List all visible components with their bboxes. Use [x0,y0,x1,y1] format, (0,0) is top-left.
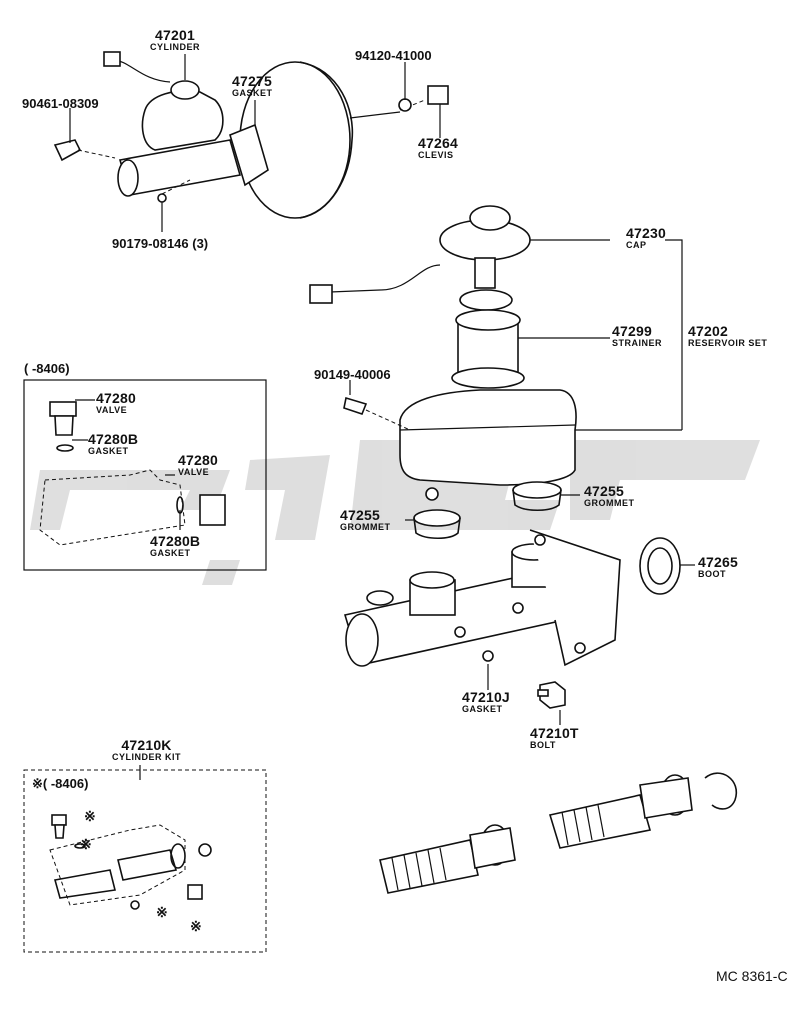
label-47210T: 47210T BOLT [530,725,579,750]
cylinder-47201-drawing [53,51,449,203]
reservoir-set-drawing [309,205,577,501]
diagram-code: MC 8361-C [716,968,788,984]
label-47255-right: 47255 GROMMET [584,483,635,508]
brake-booster [239,61,426,219]
inset-valve-drawings [39,401,226,546]
label-47280B-gasket-bottom: 47280B GASKET [150,533,201,558]
inset-kit-frame [23,769,267,953]
inset-range-label: ( -8406) [24,361,70,376]
label-90461-08309: 90461-08309 [22,96,99,111]
label-47275: 47275 GASKET [232,73,273,98]
piston-assemblies [379,772,738,894]
label-47280-valve-bottom: 47280 VALVE [178,452,218,477]
kit-mark-1: ※ [84,808,96,824]
grommet-drawings [413,481,681,595]
label-47265: 47265 BOOT [698,554,738,579]
inset-valve-frame [23,379,267,571]
master-cylinder-body [343,529,621,709]
label-94120-41000: 94120-41000 [355,48,432,63]
label-47299: 47299 STRAINER [612,323,663,348]
kit-range-label: ※( -8406) [32,776,89,791]
kit-mark-3: ※ [156,904,168,920]
label-47264: 47264 CLEVIS [418,135,458,160]
kit-mark-4: ※ [190,918,202,934]
label-47210J: 47210J GASKET [462,689,510,714]
label-47255-left: 47255 GROMMET [340,507,391,532]
leader-lines [69,54,695,780]
kit-mark-2: ※ [80,836,92,852]
label-47230: 47230 CAP [626,225,666,250]
label-90179-08146: 90179-08146 (3) [112,236,209,251]
label-47201: 47201 CYLINDER [150,27,201,52]
label-47202: 47202 RESERVOIR SET [688,323,768,348]
label-47280B-gasket-top: 47280B GASKET [88,431,139,456]
label-47210K: 47210K CYLINDER KIT [112,737,181,762]
label-90149-40006: 90149-40006 [314,367,391,382]
label-47280-valve-top: 47280 VALVE [96,390,136,415]
inset-kit-drawings [49,814,212,910]
